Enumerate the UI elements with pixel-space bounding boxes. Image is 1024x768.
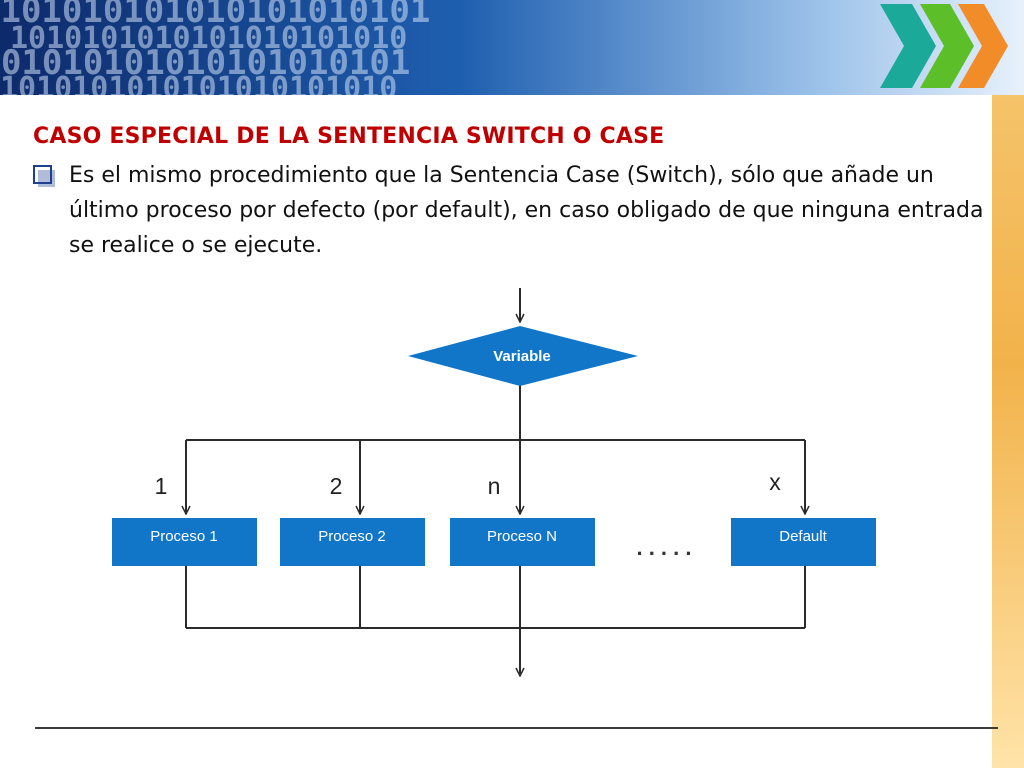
- header-banner: 0101010101010101010101 10101010101010101…: [0, 0, 1024, 95]
- binary-row: 1010101010101010101010: [0, 71, 397, 95]
- process-label-1: Proceso 1: [150, 528, 218, 545]
- case-label-x: x: [769, 469, 781, 495]
- decision-diamond: [408, 326, 638, 386]
- footer-divider: [35, 727, 998, 729]
- process-box-n: [450, 518, 595, 566]
- bullet-text: Es el mismo procedimiento que la Sentenc…: [69, 163, 984, 258]
- case-label-n: n: [488, 473, 501, 499]
- decision-label: Variable: [493, 348, 551, 365]
- right-decorative-strip: [992, 95, 1024, 768]
- green-chevron-icon: [920, 4, 974, 88]
- ellipsis: . . . . .: [636, 535, 691, 560]
- checkbox-bullet-icon: [33, 165, 55, 187]
- teal-chevron-icon: [880, 4, 936, 88]
- slide-title: CASO ESPECIAL DE LA SENTENCIA SWITCH O C…: [33, 124, 665, 149]
- process-label-2: Proceso 2: [318, 528, 386, 545]
- binary-pattern: 0101010101010101010101 10101010101010101…: [0, 0, 430, 95]
- binary-row: 0101010101010101010101: [0, 43, 410, 83]
- case-label-1: 1: [155, 473, 168, 499]
- process-label-default: Default: [779, 528, 827, 545]
- binary-row: 0101010101010101010101: [0, 0, 430, 31]
- orange-chevron-icon: [958, 4, 1008, 88]
- switch-flowchart: Variable 1 2 n x Proceso 1 Proceso 2 Pro…: [112, 288, 876, 690]
- process-label-n: Proceso N: [487, 528, 557, 545]
- chevron-arrows: [880, 4, 1008, 88]
- case-label-2: 2: [330, 473, 343, 499]
- binary-row: 1010101010101010101010: [10, 21, 407, 56]
- process-box-default: [731, 518, 876, 566]
- process-box-1: [112, 518, 257, 566]
- process-box-2: [280, 518, 425, 566]
